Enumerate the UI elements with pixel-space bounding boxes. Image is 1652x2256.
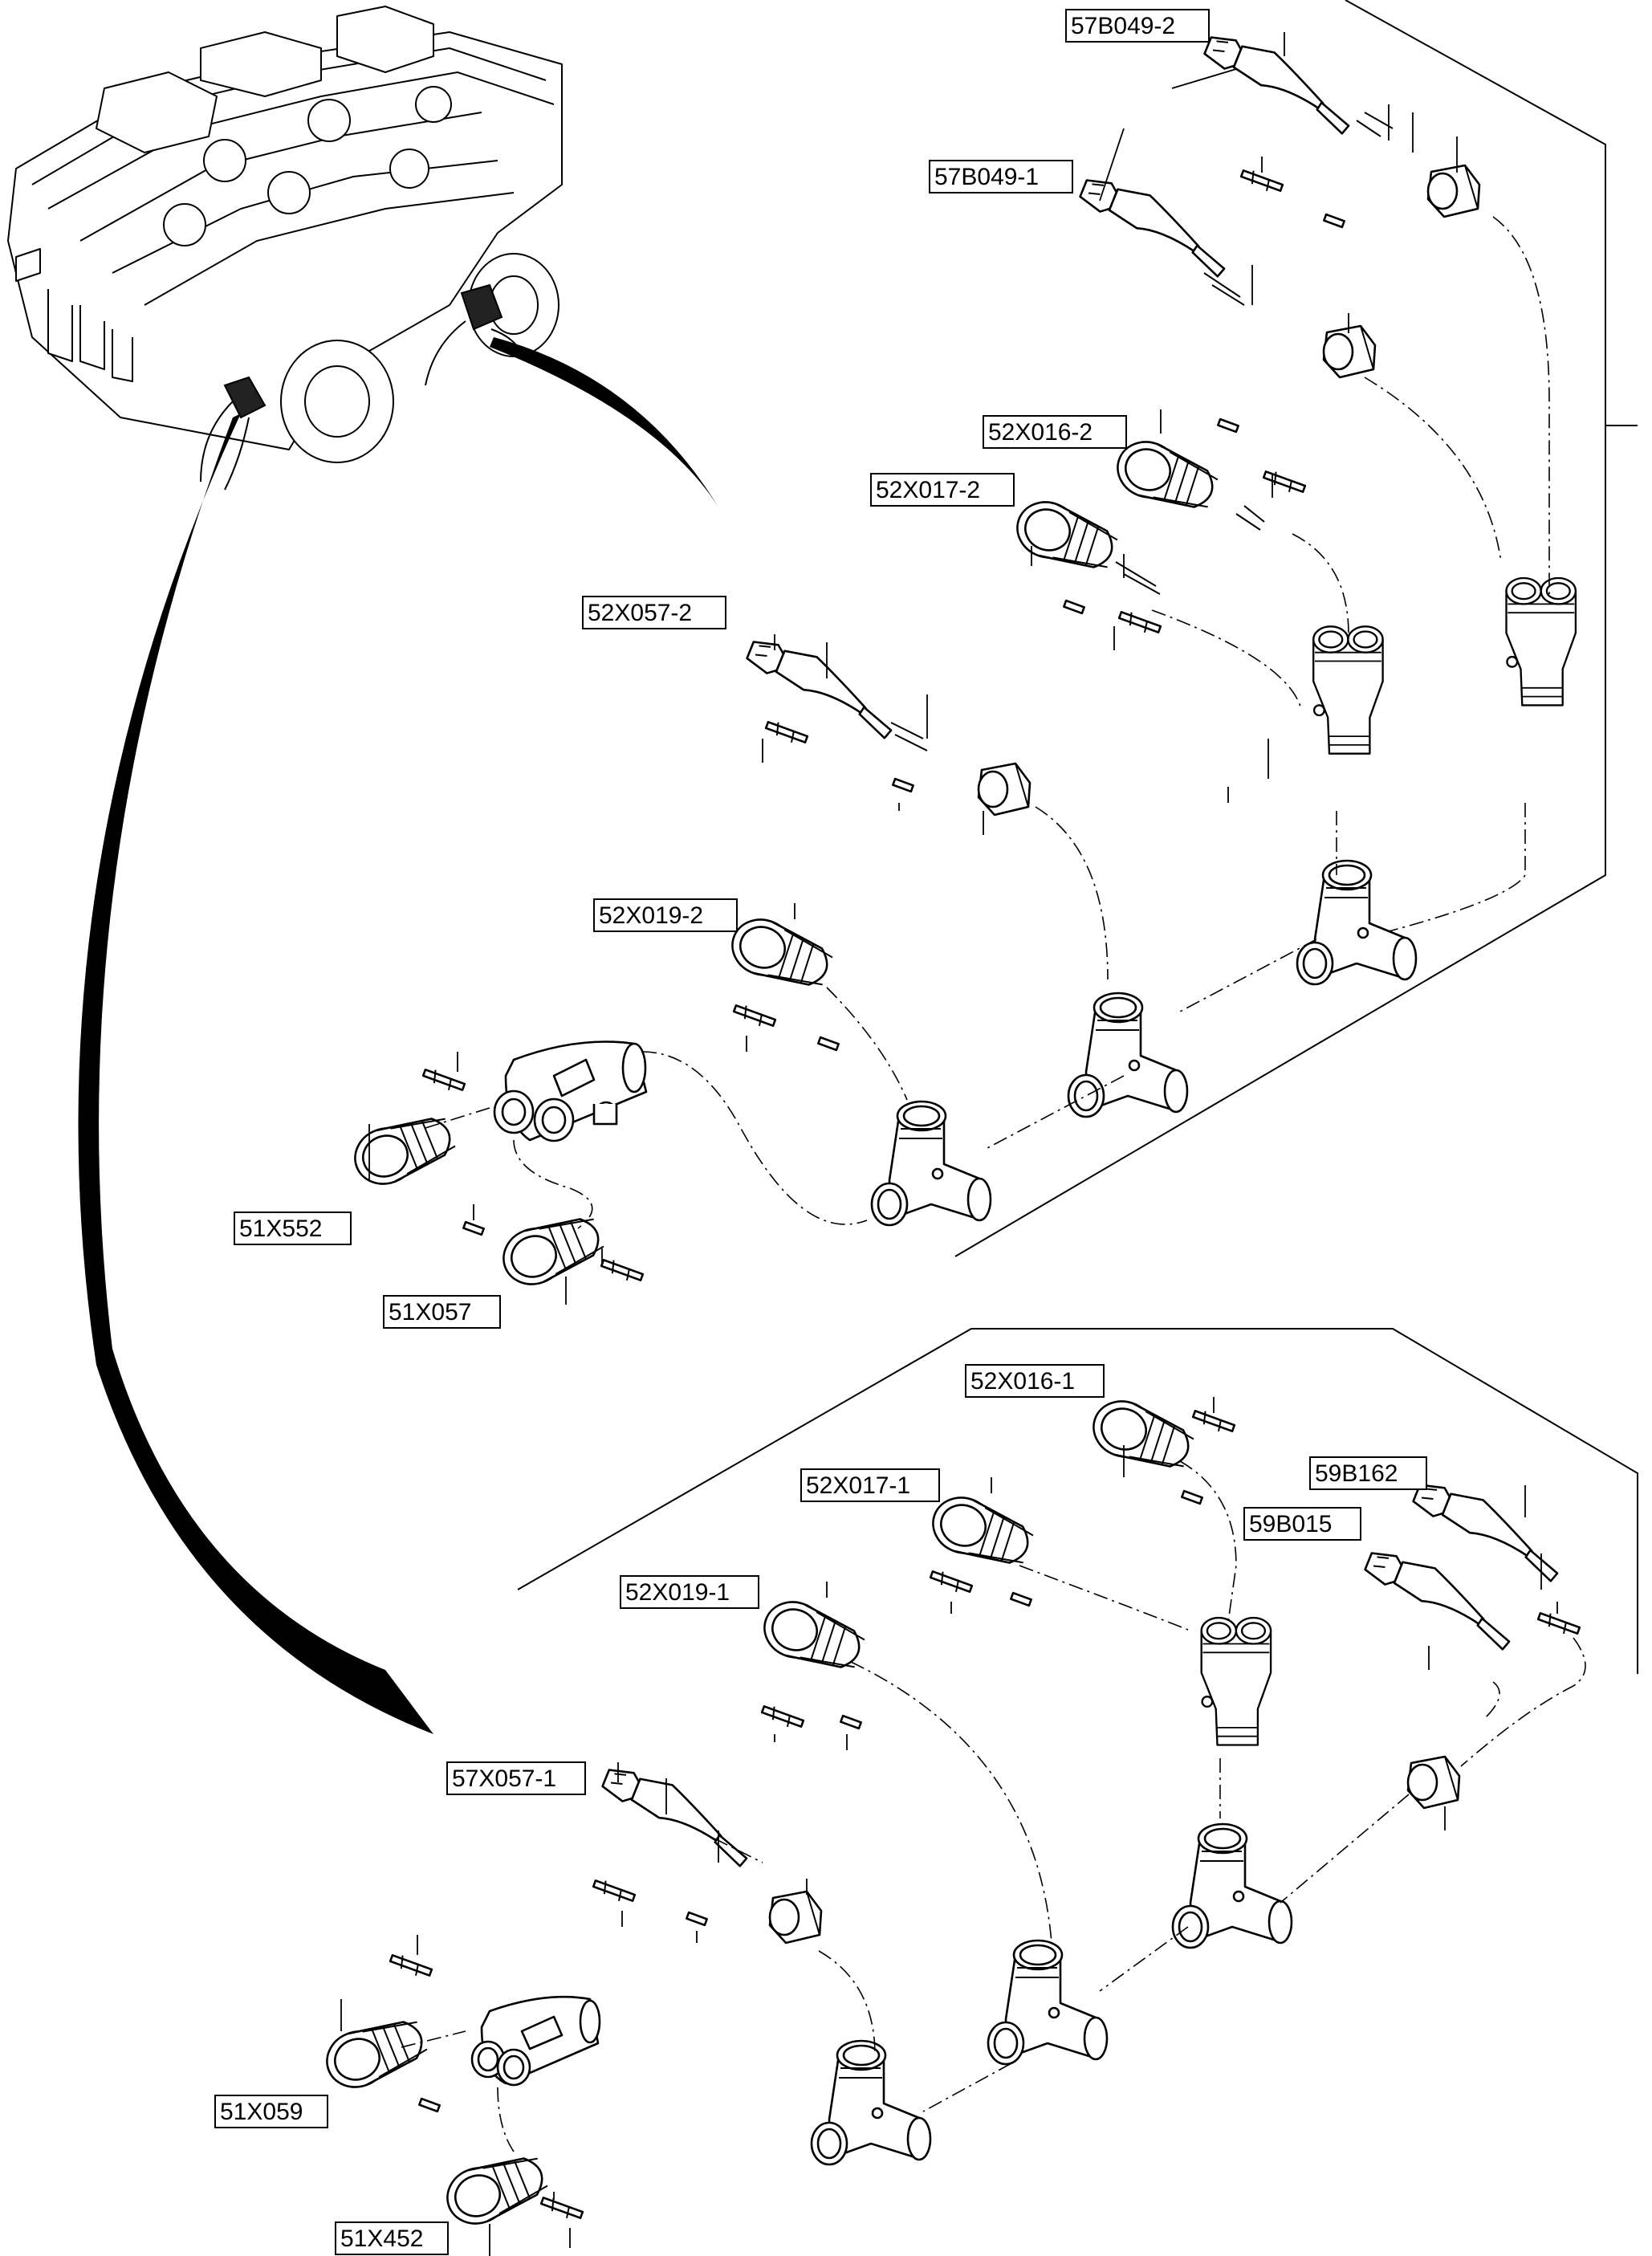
engine-illustration bbox=[7, 6, 563, 491]
svg-text:57B049-1: 57B049-1 bbox=[934, 164, 1039, 190]
svg-text:52X019-1: 52X019-1 bbox=[625, 1579, 730, 1606]
label-52X019-1: 52X019-1 bbox=[620, 1575, 759, 1609]
svg-text:59B015: 59B015 bbox=[1249, 1511, 1332, 1537]
label-51X452: 51X452 bbox=[335, 2221, 449, 2255]
svg-text:52X017-1: 52X017-1 bbox=[806, 1472, 910, 1499]
upper-parts bbox=[346, 27, 1577, 1305]
label-52X017-1: 52X017-1 bbox=[800, 1468, 940, 1502]
label-59B015: 59B015 bbox=[1243, 1507, 1361, 1541]
label-51X552: 51X552 bbox=[234, 1211, 352, 1245]
svg-text:51X057: 51X057 bbox=[389, 1299, 471, 1326]
lower-parts bbox=[318, 1391, 1581, 2256]
svg-text:52X017-2: 52X017-2 bbox=[876, 477, 980, 503]
label-52X016-1: 52X016-1 bbox=[965, 1364, 1105, 1398]
svg-text:52X019-2: 52X019-2 bbox=[599, 902, 703, 929]
label-57B049-1: 57B049-1 bbox=[929, 160, 1073, 193]
upper-group-frame bbox=[954, 0, 1606, 1257]
svg-text:52X016-2: 52X016-2 bbox=[988, 419, 1093, 446]
svg-text:51X059: 51X059 bbox=[220, 2099, 303, 2125]
lower-routing-lines bbox=[401, 1460, 1586, 2152]
svg-text:51X452: 51X452 bbox=[340, 2225, 423, 2252]
lower-group-frame bbox=[517, 1328, 1638, 1674]
svg-text:51X552: 51X552 bbox=[239, 1216, 322, 1242]
svg-text:59B162: 59B162 bbox=[1315, 1460, 1398, 1487]
label-57B049-2: 57B049-2 bbox=[1065, 9, 1210, 43]
svg-text:52X057-2: 52X057-2 bbox=[588, 600, 692, 626]
label-52X057-2: 52X057-2 bbox=[582, 596, 726, 629]
label-51X057: 51X057 bbox=[383, 1295, 501, 1329]
svg-text:57B049-2: 57B049-2 bbox=[1071, 13, 1175, 39]
part-labels: 57B049-2 57B049-1 52X016-2 52X017-2 52X0… bbox=[214, 9, 1427, 2255]
label-51X059: 51X059 bbox=[214, 2095, 328, 2128]
label-52X017-2: 52X017-2 bbox=[870, 473, 1015, 507]
svg-text:52X016-1: 52X016-1 bbox=[970, 1368, 1075, 1395]
pointer-arrows bbox=[78, 337, 722, 1734]
svg-text:57X057-1: 57X057-1 bbox=[452, 1765, 556, 1792]
label-52X019-2: 52X019-2 bbox=[593, 898, 738, 932]
label-59B162: 59B162 bbox=[1309, 1456, 1427, 1490]
label-52X016-2: 52X016-2 bbox=[983, 415, 1127, 449]
upper-routing-lines bbox=[425, 216, 1550, 1229]
label-57X057-1: 57X057-1 bbox=[446, 1761, 586, 1795]
